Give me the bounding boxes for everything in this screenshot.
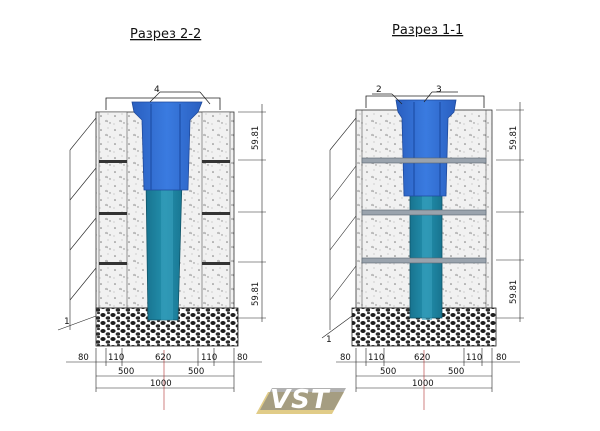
dim-80-right: 80	[237, 353, 248, 363]
callout-2: 2	[376, 85, 382, 95]
dim-500-right: 500	[188, 367, 204, 377]
side-dimension-chain	[238, 104, 266, 322]
callout-4: 4	[154, 85, 160, 95]
column-cap	[131, 101, 203, 191]
column-cap	[395, 99, 457, 197]
side-dim-top: 59.81	[251, 126, 261, 150]
bottom-dimension-lines	[336, 348, 520, 410]
dim-620: 620	[155, 353, 171, 363]
dim-500-left: 500	[380, 367, 396, 377]
dim-110-left: 110	[108, 353, 124, 363]
horizontal-rebar	[361, 157, 487, 264]
bottom-dimension-lines	[66, 348, 262, 410]
dim-620: 620	[414, 353, 430, 363]
leader-lines-left	[57, 117, 97, 331]
wall-rebar-ties	[99, 160, 230, 265]
section-title-2-2: Разрез 2-2	[130, 27, 201, 42]
dim-110-right: 110	[201, 353, 217, 363]
side-dimension-chain	[496, 102, 524, 322]
dim-500-left: 500	[118, 367, 134, 377]
leader-lines-left	[321, 117, 357, 339]
section-title-1-1: Разрез 1-1	[392, 23, 463, 38]
dim-1000: 1000	[412, 379, 434, 389]
section-2-2: Разрез 2-2 4	[57, 27, 266, 410]
vst-logo: VST	[256, 385, 346, 415]
dim-110-left: 110	[368, 353, 384, 363]
dim-80-left: 80	[340, 353, 351, 363]
dim-500-right: 500	[448, 367, 464, 377]
dim-110-right: 110	[466, 353, 482, 363]
side-dim-bottom: 59.81	[509, 280, 519, 304]
side-dim-top: 59.81	[509, 126, 519, 150]
callout-3: 3	[436, 85, 442, 95]
section-1-1: Разрез 1-1 2 3	[321, 23, 524, 410]
logo-text: VST	[270, 385, 331, 415]
formwork-left	[98, 111, 128, 309]
formwork-right	[201, 111, 231, 309]
dim-80-left: 80	[78, 353, 89, 363]
callout-1: 1	[64, 317, 70, 327]
callout-1: 1	[326, 335, 332, 345]
side-dim-bottom: 59.81	[251, 282, 261, 306]
column-core	[422, 130, 432, 320]
dim-80-right: 80	[496, 353, 507, 363]
dim-1000: 1000	[150, 379, 172, 389]
